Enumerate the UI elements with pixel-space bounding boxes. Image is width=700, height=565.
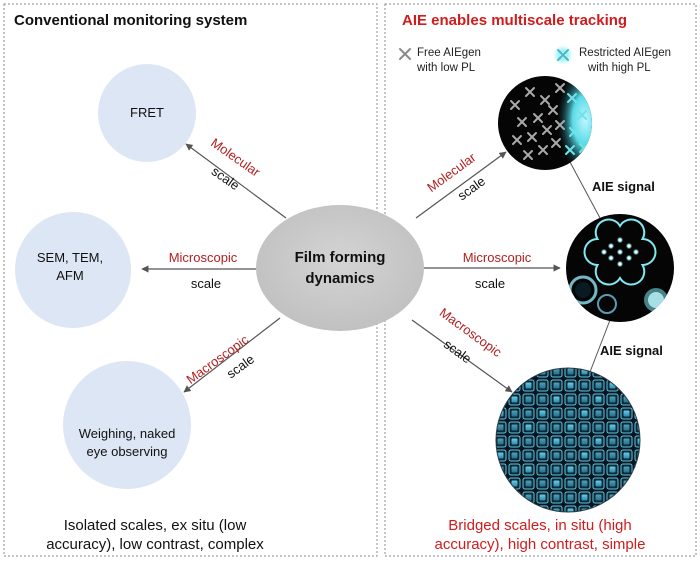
arrow-macroscopic-left [183,317,281,393]
legend-restricted-line2: with high PL [587,62,651,74]
legend-restricted-line1: Restricted AIEgen [579,47,671,59]
left-panel-title: Conventional monitoring system [14,12,247,29]
macroscopic-aie-image [495,367,641,513]
center-label-line2: dynamics [305,270,374,287]
weighing-label-line1: Weighing, naked [79,426,176,441]
right-footer-line1: Bridged scales, in situ (high [448,517,631,534]
right-panel-title: AIE enables multiscale tracking [402,12,627,29]
left-footer-line1: Isolated scales, ex situ (low [64,517,247,534]
microscopy-label-line1: SEM, TEM, [37,250,103,265]
arrow-macroscopic-right [411,319,513,393]
microscopic-label-right: Microscopic [463,250,532,265]
microscopic-aie-image [566,214,674,322]
legend-free-line1: Free AIEgen [417,47,481,59]
center-label-line1: Film forming [295,249,386,266]
right-footer-line2: accuracy), high contrast, simple [435,536,646,553]
scale-word-microscopic-left: scale [191,276,221,291]
arrow-molecular-left [185,143,287,219]
restricted-aiegen-icon [553,45,573,65]
scale-word-molecular-left-group: scale [209,163,242,193]
free-aiegen-icon [399,48,411,60]
fret-node [98,64,196,162]
fret-label: FRET [130,105,164,120]
microscopy-label-line2: AFM [56,268,83,283]
scale-word-microscopic-right: scale [475,276,505,291]
aie-signal-label-2: AIE signal [600,343,663,358]
weighing-label-line2: eye observing [87,444,168,459]
connector-top-mid [569,161,601,219]
arrow-molecular-right [415,151,507,219]
scale-word-molecular-left: scale [209,163,242,193]
microscopy-node [15,212,131,328]
legend-free-line2: with low PL [416,62,476,74]
microscopic-label-left: Microscopic [169,250,238,265]
molecular-aie-image [498,76,592,170]
left-footer-line2: accuracy), low contrast, complex [46,536,264,553]
aie-signal-label-1: AIE signal [592,179,655,194]
connector-mid-bot [589,319,611,373]
weighing-node [63,361,191,489]
center-node [256,205,424,331]
